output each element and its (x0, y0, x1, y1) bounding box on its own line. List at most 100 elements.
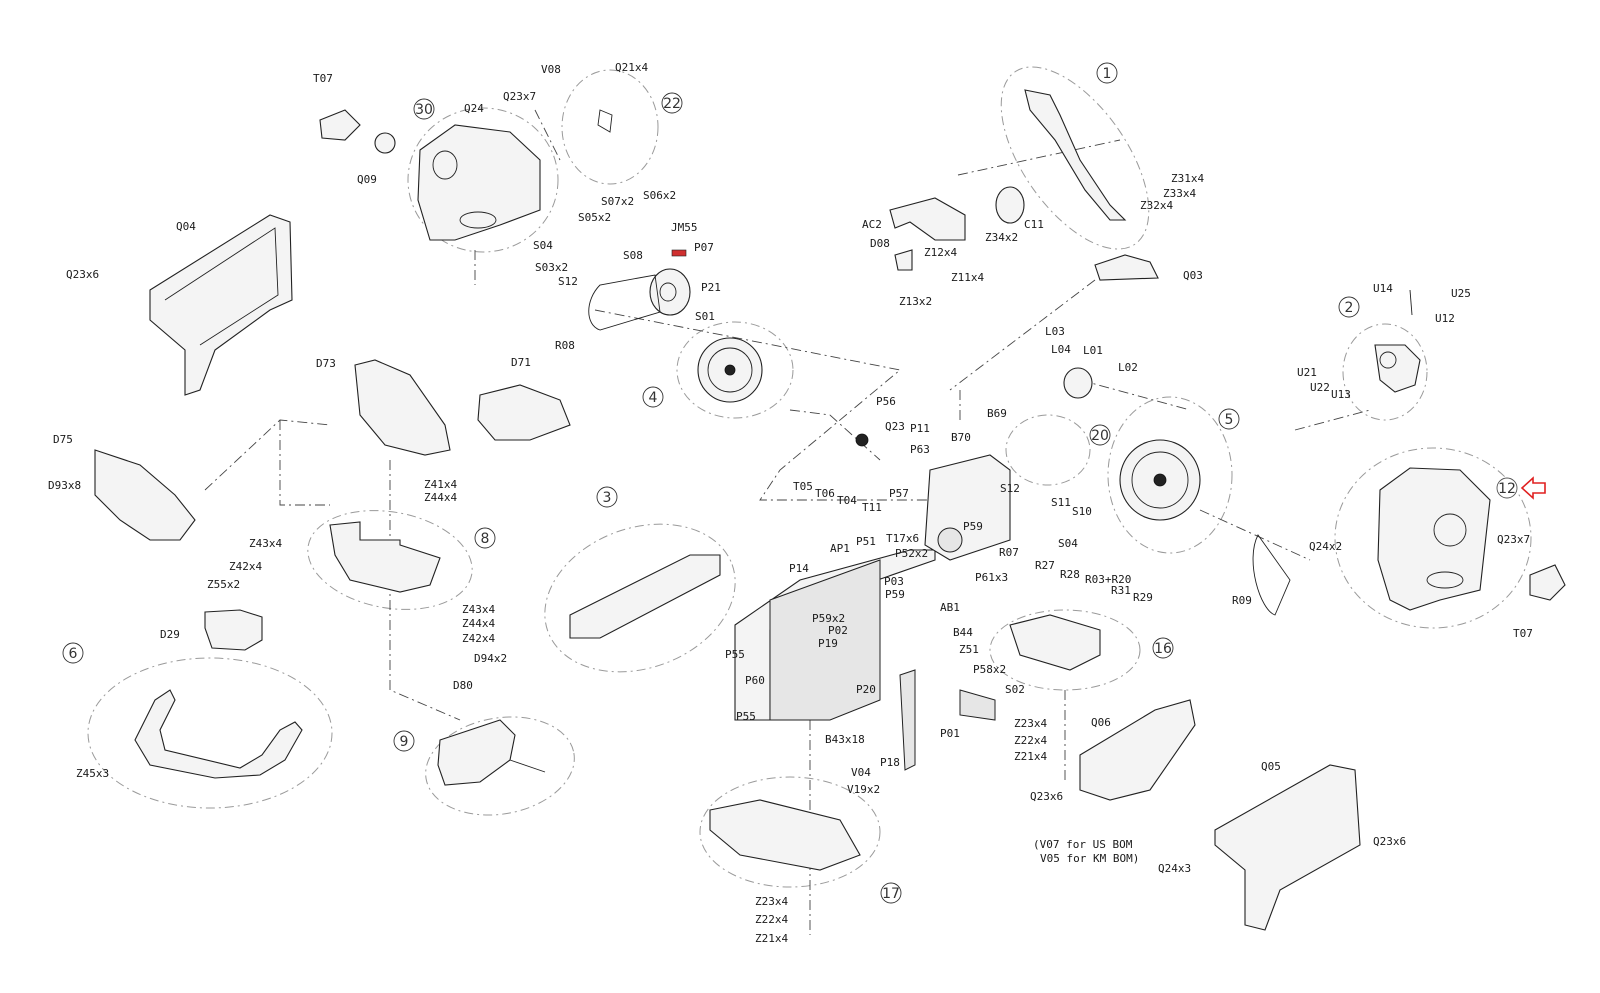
part-label-q04: Q04 (176, 220, 196, 233)
part-label-p52x2: P52x2 (895, 547, 928, 560)
group-number-17: 17 (882, 886, 900, 902)
part-label-t06: T06 (815, 487, 835, 500)
part-label-p55b: P55 (736, 710, 756, 723)
seat-cushion-d71 (477, 384, 571, 441)
part-label-q23x7b: Q23x7 (1497, 533, 1530, 546)
part-label-q21x4: Q21x4 (615, 61, 648, 74)
part-label-s02: S02 (1005, 683, 1025, 696)
arrow-left-icon (1520, 476, 1546, 500)
part-label-q23x7a: Q23x7 (503, 90, 536, 103)
part-label-r08: R08 (555, 339, 575, 352)
part-label-u13: U13 (1331, 388, 1351, 401)
group-number-1: 1 (1103, 66, 1112, 82)
part-label-l03: L03 (1045, 325, 1065, 338)
group-circle-20 (1089, 424, 1111, 446)
group-number-2: 2 (1345, 300, 1354, 316)
part-label-b43x18: B43x18 (825, 733, 865, 746)
group-number-4: 4 (649, 390, 658, 406)
part-label-s04a: S04 (533, 239, 553, 252)
group-number-6: 6 (69, 646, 78, 662)
part-label-s08: S08 (623, 249, 643, 262)
part-label-s12a: S12 (558, 275, 578, 288)
part-label-p57: P57 (889, 487, 909, 500)
part-label-p58x2: P58x2 (973, 663, 1006, 676)
part-label-z51: Z51 (959, 643, 979, 656)
part-label-t07b: T07 (1513, 627, 1533, 640)
group-circle-3 (596, 486, 618, 508)
parts (94, 89, 1566, 931)
group-number-9: 9 (400, 734, 409, 750)
part-label-c11: C11 (1024, 218, 1044, 231)
part-label-u12: U12 (1435, 312, 1455, 325)
console-mast (1024, 89, 1127, 221)
part-label-q23x6b: Q23x6 (1030, 790, 1063, 803)
group-number-8: 8 (481, 531, 490, 547)
part-label-z22x4b: Z22x4 (755, 913, 788, 926)
part-label-p03: P03 (884, 575, 904, 588)
bom-note-line-1: (V07 for US BOM (1033, 838, 1133, 851)
handle-mount-d29 (204, 609, 263, 651)
cover-17 (709, 799, 861, 871)
part-label-d80: D80 (453, 679, 473, 692)
part-label-z31x4: Z31x4 (1171, 172, 1204, 185)
part-label-z12x4: Z12x4 (924, 246, 957, 259)
part-label-q09: Q09 (357, 173, 377, 186)
part-label-p07: P07 (694, 241, 714, 254)
part-label-q24: Q24 (464, 102, 484, 115)
part-label-z41x4: Z41x4 (424, 478, 457, 491)
cover-q03 (1094, 254, 1159, 281)
group-number-5: 5 (1225, 412, 1234, 428)
part-label-t05: T05 (793, 480, 813, 493)
part-label-p51: P51 (856, 535, 876, 548)
belt-r08 (588, 274, 661, 331)
seat-bracket (329, 521, 441, 593)
part-label-r07: R07 (999, 546, 1019, 559)
part-label-s12b: S12 (1000, 482, 1020, 495)
part-label-s04b: S04 (1058, 537, 1078, 550)
part-label-r27: R27 (1035, 559, 1055, 572)
part-label-q03: Q03 (1183, 269, 1203, 282)
part-label-z32x4: Z32x4 (1140, 199, 1173, 212)
group-number-20: 20 (1091, 428, 1109, 444)
part-label-t17x6: T17x6 (886, 532, 919, 545)
part-label-z11x4: Z11x4 (951, 271, 984, 284)
group-number-12: 12 (1498, 481, 1516, 497)
part-label-v04: V04 (851, 766, 871, 779)
part-label-p19: P19 (818, 637, 838, 650)
tensioner-2 (1374, 344, 1421, 393)
part-label-q24x2: Q24x2 (1309, 540, 1342, 553)
adjust-assembly-9 (437, 719, 516, 786)
group-circle-5 (1218, 408, 1240, 430)
part-label-p59x2: P59x2 (812, 612, 845, 625)
part-label-q06: Q06 (1091, 716, 1111, 729)
assembly-guide-lines (204, 109, 1371, 935)
part-label-s03x2: S03x2 (535, 261, 568, 274)
part-label-v08: V08 (541, 63, 561, 76)
part-label-l02: L02 (1118, 361, 1138, 374)
part-label-s05x2: S05x2 (578, 211, 611, 224)
part-label-d73: D73 (316, 357, 336, 370)
part-label-d93x8: D93x8 (48, 479, 81, 492)
part-label-u25: U25 (1451, 287, 1471, 300)
part-label-z13x2: Z13x2 (899, 295, 932, 308)
part-label-z23x4b: Z23x4 (755, 895, 788, 908)
group-number-3: 3 (603, 490, 612, 506)
part-label-z21x4b: Z21x4 (755, 932, 788, 945)
part-label-r09: R09 (1232, 594, 1252, 607)
group-circle-16 (1152, 637, 1174, 659)
part-label-r31: R31 (1111, 584, 1131, 597)
part-label-t07a: T07 (313, 72, 333, 85)
side-cover-q04 (149, 214, 293, 396)
part-label-d08: D08 (870, 237, 890, 250)
part-label-z44x4a: Z44x4 (424, 491, 457, 504)
part-label-jm55: JM55 (671, 221, 698, 234)
part-label-d71: D71 (511, 356, 531, 369)
part-label-z21x4a: Z21x4 (1014, 750, 1047, 763)
seat-back-d73 (354, 359, 451, 456)
idler-l01 (1063, 367, 1093, 399)
part-label-d94x2: D94x2 (474, 652, 507, 665)
part-label-q23x6c: Q23x6 (1373, 835, 1406, 848)
part-label-d75: D75 (53, 433, 73, 446)
part-label-z55x2: Z55x2 (207, 578, 240, 591)
part-label-v19x2: V19x2 (847, 783, 880, 796)
